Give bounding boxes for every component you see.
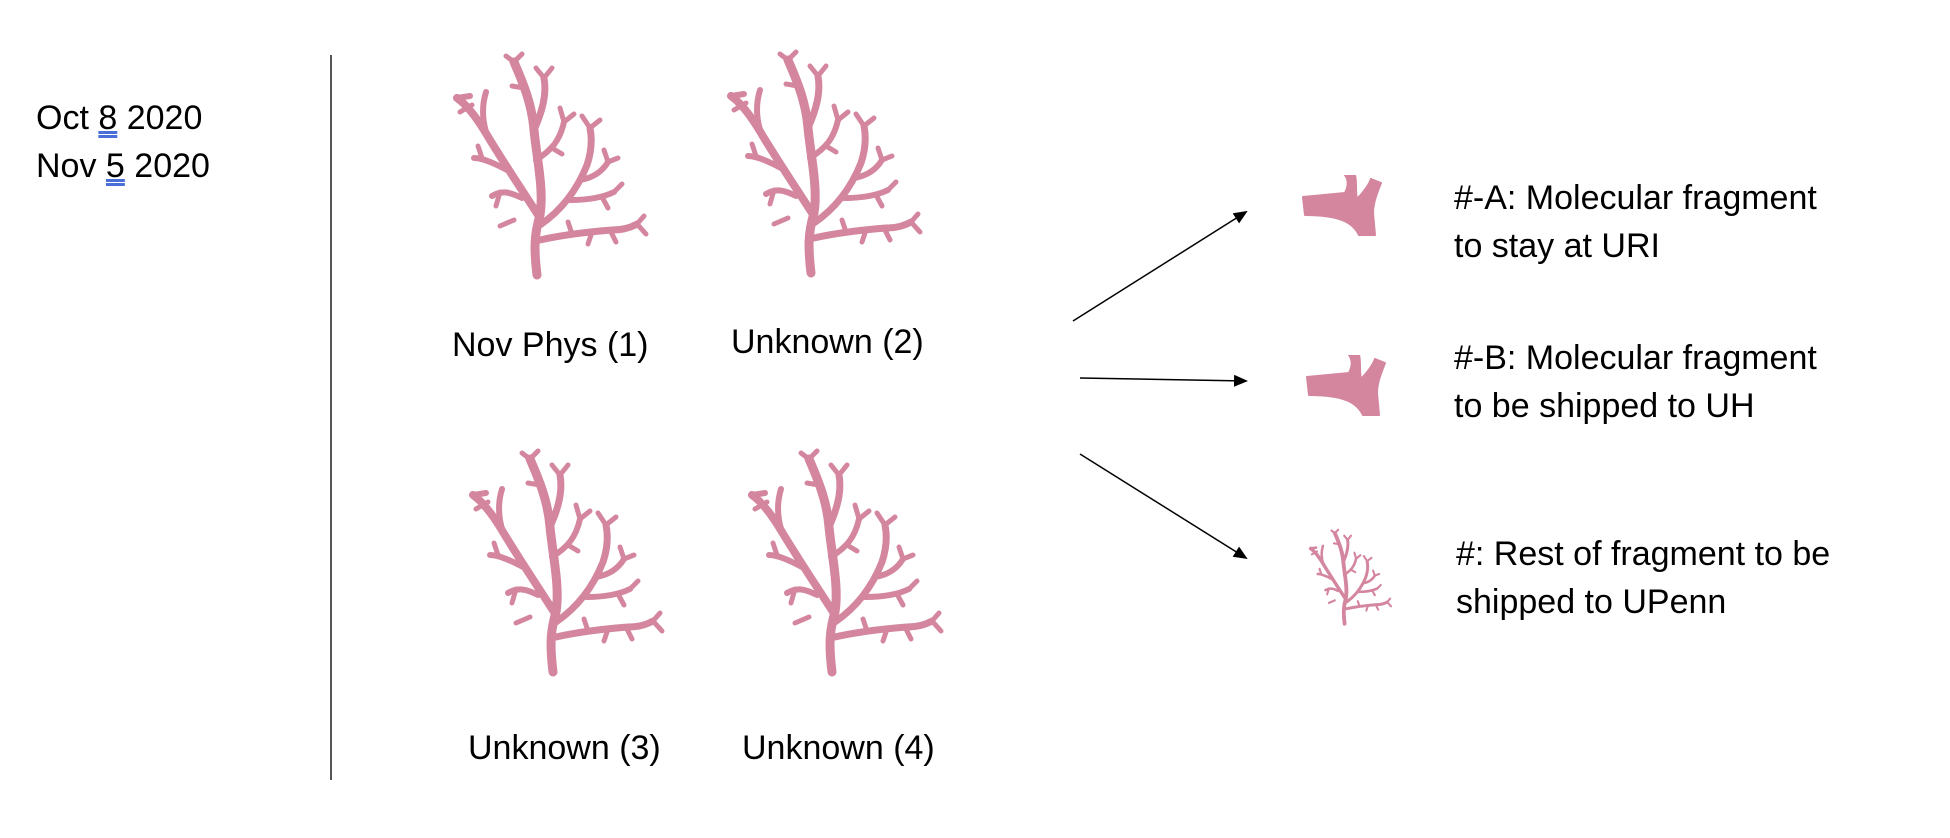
fragment-rest-line-1: #: Rest of fragment to be [1456, 535, 1831, 573]
date-2-day: 5 [105, 147, 125, 185]
vertical-divider [330, 55, 332, 780]
fragment-b-icon [1306, 355, 1386, 416]
fragment-a-line-1: #-A: Molecular fragment [1454, 179, 1817, 217]
colony-2-label: Unknown (2) [731, 323, 924, 361]
arrow-to-fragment-rest [1079, 453, 1248, 560]
date-2-suffix: 2020 [124, 147, 210, 185]
colony-4-label: Unknown (4) [742, 729, 935, 767]
date-1-day: 8 [98, 99, 118, 137]
fragment-a-note: #-A: Molecular fragment to stay at URI [1454, 174, 1817, 270]
small-coral-rest-icon [1308, 528, 1393, 626]
fragment-b-line-2: to be shipped to UH [1454, 387, 1755, 425]
date-line-1: Oct 8 2020 [36, 94, 210, 142]
fragment-a-line-2: to stay at URI [1454, 227, 1660, 265]
date-line-2: Nov 5 2020 [36, 142, 210, 190]
fragment-b-line-1: #-B: Molecular fragment [1454, 339, 1817, 377]
colony-3-label: Unknown (3) [468, 729, 661, 767]
fragment-rest-line-2: shipped to UPenn [1456, 583, 1727, 621]
arrow-to-fragment-b [1079, 374, 1248, 387]
date-2-prefix: Nov [36, 147, 106, 185]
fragment-b-note: #-B: Molecular fragment to be shipped to… [1454, 334, 1817, 430]
fragment-rest-note: #: Rest of fragment to be shipped to UPe… [1456, 530, 1830, 626]
date-block: Oct 8 2020 Nov 5 2020 [36, 94, 210, 190]
fragment-a-icon [1302, 175, 1382, 236]
arrow-to-fragment-a [1072, 210, 1248, 322]
date-1-prefix: Oct [36, 99, 99, 137]
date-1-suffix: 2020 [117, 99, 203, 137]
colony-1-label: Nov Phys (1) [452, 326, 649, 364]
